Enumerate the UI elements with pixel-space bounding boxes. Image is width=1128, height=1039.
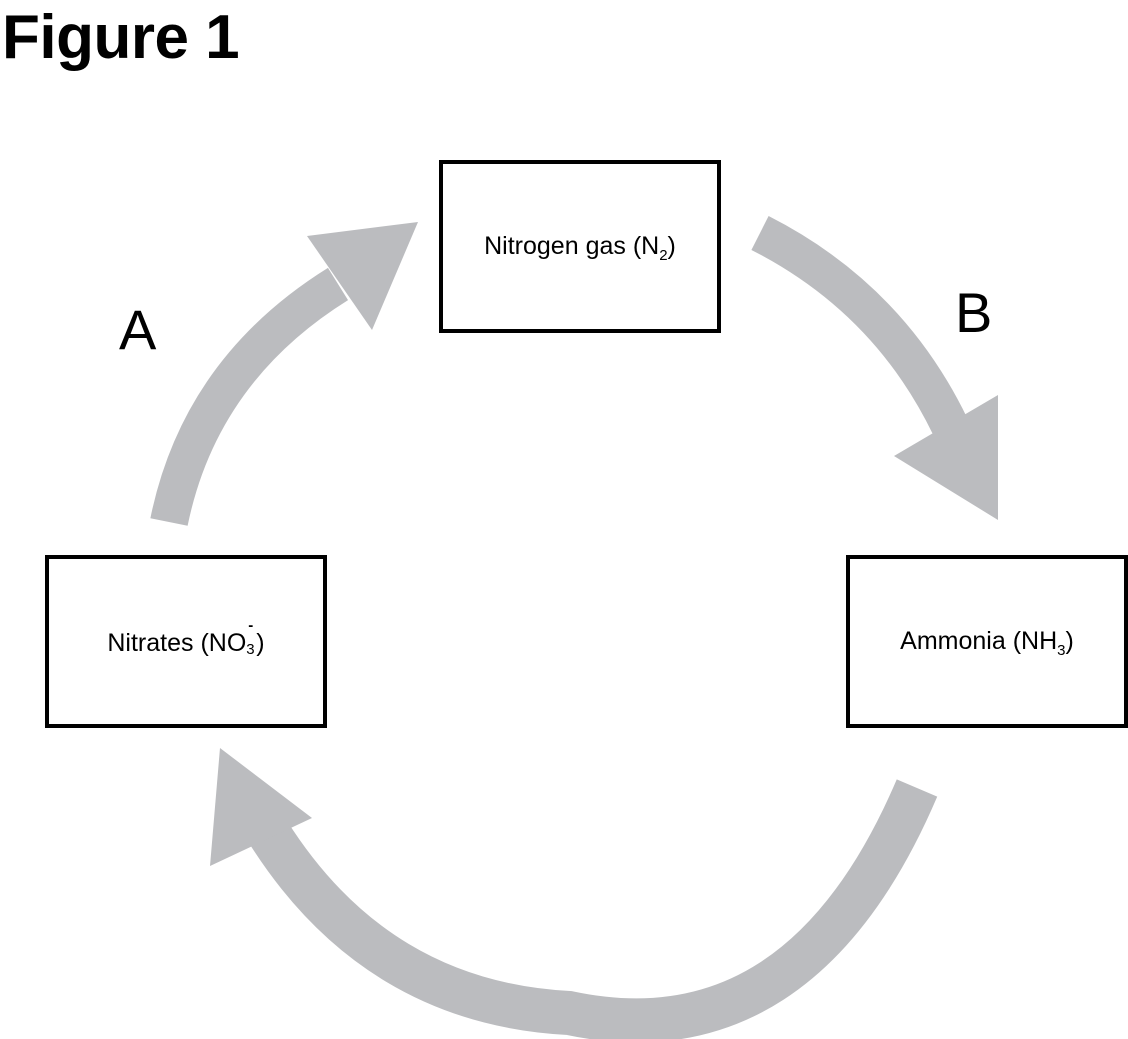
arrow-bottom-head: [210, 748, 312, 866]
node-nitrogen-gas-subscript: 2: [659, 247, 668, 264]
arrow-label-b: B: [955, 281, 993, 344]
node-ammonia-close: ): [1065, 627, 1074, 655]
arrow-a-head: [307, 222, 418, 330]
node-nitrates-name: Nitrates (NO: [107, 628, 247, 657]
node-nitrates-superscript: -: [248, 616, 254, 634]
node-nitrates-scripts: 3-: [246, 618, 256, 657]
arrow-bottom: [210, 748, 938, 1039]
node-nitrates-close: ): [256, 628, 265, 657]
node-ammonia-subscript: 3: [1057, 642, 1066, 659]
node-ammonia-label: Ammonia (NH3): [900, 627, 1074, 659]
arrow-b-head: [894, 395, 998, 520]
arrow-bottom-shaft: [249, 779, 938, 1039]
node-nitrogen-gas-name: Nitrogen gas (N: [484, 232, 660, 260]
arrow-b: [751, 216, 998, 520]
node-nitrogen-gas-close: ): [667, 232, 676, 260]
arrow-label-a: A: [119, 298, 157, 361]
arrow-a: [150, 222, 418, 526]
node-ammonia: Ammonia (NH3): [846, 555, 1128, 728]
node-ammonia-name: Ammonia (NH: [900, 627, 1058, 655]
arrow-b-shaft: [751, 216, 968, 435]
node-nitrogen-gas: Nitrogen gas (N2): [439, 160, 721, 333]
arrow-a-shaft: [150, 267, 349, 526]
node-nitrogen-gas-label: Nitrogen gas (N2): [484, 232, 676, 264]
figure-title: Figure 1: [2, 3, 240, 72]
node-nitrates-subscript: 3: [246, 640, 255, 658]
